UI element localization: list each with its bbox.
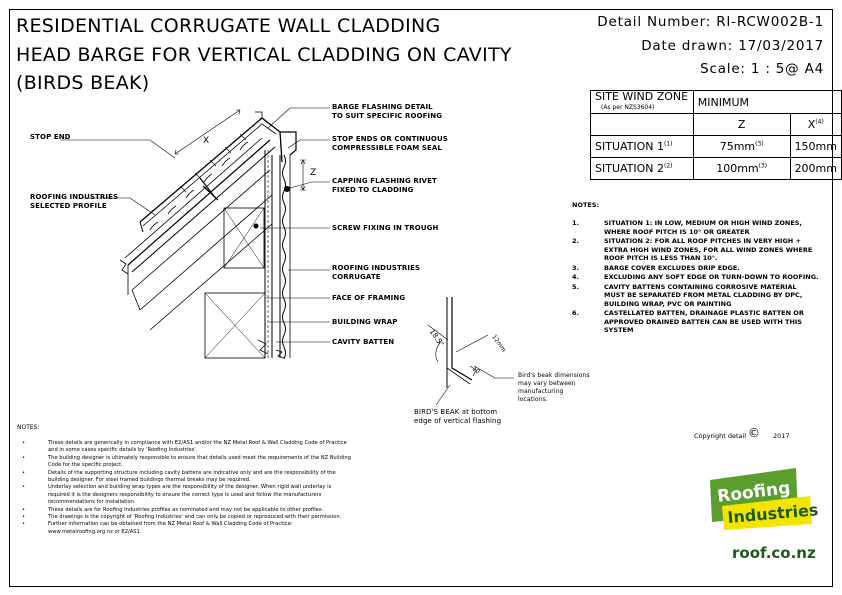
bottom-note-line: •These details are for Roofing Industrie… [22,506,324,513]
svg-text:roof.co.nz: roof.co.nz [732,544,816,562]
title-line-1: RESIDENTIAL CORRUGATE WALL CLADDING [16,15,441,37]
row-situation-2: SITUATION 2(2) [590,157,694,180]
roofing-industries-logo: Roofing Industries roof.co.nz [706,466,818,574]
table-header-zone: SITE WIND ZONE (As per NZS3604) [590,90,694,114]
bullet-icon: • [22,514,26,521]
title-line-3: (BIRDS BEAK) [16,72,150,94]
situation-2-x: 200mm [789,157,842,180]
bottom-note-line: •The drawings is the copyright of 'Roofi… [22,514,342,521]
dimension-z: Z [310,168,317,178]
note-text: SITUATION 1: IN LOW, MEDIUM OR HIGH WIND… [604,219,802,236]
date-drawn: Date drawn: 17/03/2017 [641,38,824,54]
bottom-note-line: and in some cases specific details by 'R… [48,447,198,454]
situation-1-x: 150mm [789,135,842,158]
label-cavity-batten: CAVITY BATTEN [332,338,395,346]
bottom-notes-heading: NOTES: [17,424,40,431]
bottom-note-line: building designer. For steel framed buil… [48,477,251,484]
wind-zone-table: SITE WIND ZONE (As per NZS3604) MINIMUM … [590,90,842,180]
note-text: SITUATION 2: FOR ALL ROOF PITCHES IN VER… [604,237,813,262]
bullet-icon: • [22,469,26,476]
label-screw-fixing: SCREW FIXING IN TROUGH [332,224,439,232]
column-x: X(4) [789,113,842,136]
bottom-note-line: Code for the specific project. [48,462,123,469]
copyright-label: Copyright detail [694,432,747,440]
note-number: 1. [572,219,579,227]
label-building-wrap: BUILDING WRAP [332,318,398,326]
dimension-x: X [203,136,210,146]
bottom-notes-list: •These details are generically in compli… [22,440,351,536]
bottom-note-line: required it is the designers responsibil… [48,491,322,498]
label-stop-end: STOP END [30,133,71,141]
bottom-note-line: •The building designer is ultimately res… [22,454,351,461]
bottom-note-line: recommendations for installation. [48,499,136,506]
label-face-of-framing: FACE OF FRAMING [332,294,406,302]
table-header-minimum: MINIMUM [692,90,842,114]
scale: Scale: 1 : 5@ A4 [700,61,824,77]
bottom-note-line: •Details of the supporting structure inc… [22,469,336,476]
bottom-note-line: •These details are generically in compli… [22,440,347,446]
bullet-icon: • [22,506,26,513]
notes-heading: NOTES: [572,201,600,209]
note-text: BARGE COVER EXCLUDES DRIP EDGE. [604,263,740,272]
note-text: EXCLUDING ANY SOFT EDGE OR TURN-DOWN TO … [604,273,819,281]
note-number: 4. [572,273,579,281]
situation-2-z: 100mm(3) [692,157,791,180]
copyright-year: 2017 [773,432,790,440]
note-number: 5. [572,282,579,291]
bullet-icon: • [22,521,26,528]
copyright-icon: © [748,426,760,440]
bullet-icon: • [22,454,26,461]
title-line-2: HEAD BARGE FOR VERTICAL CLADDING ON CAVI… [16,44,512,66]
note-number: 6. [572,309,579,317]
bullet-icon: • [22,484,26,491]
note-text: CAVITY BATTENS CONTAINING CORROSIVE MATE… [604,282,803,308]
bottom-note-line: •Further information can be obtained fro… [22,521,293,528]
bottom-note-line: www.metalroofing.org.nz or E2/AS1. [48,528,142,535]
note-number: 3. [572,263,579,272]
drawing-sheet-border [9,9,833,587]
bottom-note-line: •Underlay selection and building wrap ty… [22,484,332,491]
detail-number: Detail Number: RI-RCW002B-1 [597,14,824,30]
note-number: 2. [572,237,579,245]
note-text: CASTELLATED BATTEN, DRAINAGE PLASTIC BAT… [604,309,804,334]
bullet-icon: • [22,440,26,446]
